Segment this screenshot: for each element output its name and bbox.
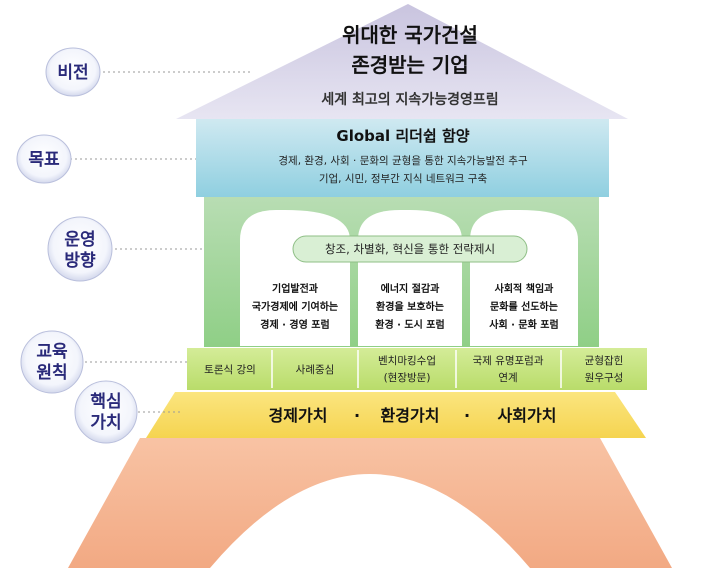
edu-principle-2: 사례중심 — [296, 364, 335, 376]
forum-environment-line-1: 에너지 절감과 — [381, 282, 440, 295]
label-direction-1: 운영 — [64, 230, 95, 250]
bubble-vision: 비전 — [45, 47, 101, 97]
label-edu-1: 교육 — [36, 342, 68, 362]
goal-title: Global 리더쉽 함양 — [336, 127, 469, 145]
core-value-economy: 경제가치 — [269, 406, 328, 425]
core-value-separator: · — [464, 406, 470, 425]
forum-environment-line-2: 환경을 보호하는 — [376, 300, 444, 313]
core-value-society: 사회가치 — [498, 406, 557, 425]
core-value-separator: · — [354, 406, 360, 425]
edu-principle-1: 토론식 강의 — [204, 364, 256, 376]
label-direction-2: 방향 — [64, 250, 96, 271]
forum-economy-line-3: 경제 · 경영 포럼 — [260, 318, 329, 331]
education-band — [187, 348, 647, 390]
goal-section — [196, 119, 609, 197]
edu-principle-4-line-2: 연계 — [498, 372, 517, 384]
bubble-direction: 운영 방향 — [47, 216, 113, 282]
vision-roof — [176, 4, 628, 119]
forum-economy-line-1: 기업발전과 — [272, 282, 319, 295]
bubble-goal: 목표 — [16, 134, 72, 184]
forum-economy-line-2: 국가경제에 기여하는 — [252, 300, 338, 313]
edu-principle-3-line-1: 벤치마킹수업 — [378, 354, 436, 367]
edu-principle-5-line-2: 원우구성 — [585, 372, 624, 384]
edu-principle-5-line-1: 균형잡힌 — [585, 355, 624, 367]
label-edu-2: 원칙 — [36, 363, 67, 383]
label-vision: 비전 — [57, 63, 88, 83]
bubble-education: 교육 원칙 — [20, 330, 84, 394]
label-goal: 목표 — [28, 150, 60, 170]
vision-subtitle: 세계 최고의 지속가능경영프림 — [321, 91, 498, 108]
edu-principle-4-line-1: 국제 유명포럼과 — [473, 354, 544, 367]
goal-line-2: 기업, 시민, 정부간 지식 네트워크 구축 — [319, 172, 488, 185]
edu-principle-3-line-2: (현장방문) — [384, 372, 431, 384]
forum-society-line-3: 사회 · 문화 포럼 — [489, 318, 558, 331]
goal-line-1: 경제, 환경, 사회 · 문화의 균형을 통한 지속가능발전 추구 — [278, 154, 528, 167]
label-core-2: 가치 — [90, 413, 121, 433]
bubble-core: 핵심 가치 — [74, 380, 138, 444]
direction-banner-text: 창조, 차별화, 혁신을 통한 전략제시 — [325, 242, 495, 256]
foundation-base — [68, 438, 672, 568]
core-value-environment: 환경가치 — [381, 406, 440, 425]
direction-banner — [292, 235, 528, 263]
label-core-1: 핵심 — [90, 392, 121, 412]
forum-society-line-1: 사회적 책임과 — [495, 282, 554, 295]
core-values-band — [146, 392, 646, 438]
forum-environment-line-3: 환경 · 도시 포럼 — [375, 318, 444, 331]
vision-line-1: 위대한 국가건설 — [342, 23, 478, 47]
vision-line-2: 존경받는 기업 — [351, 53, 468, 77]
forum-society-line-2: 문화를 선도하는 — [490, 300, 558, 313]
